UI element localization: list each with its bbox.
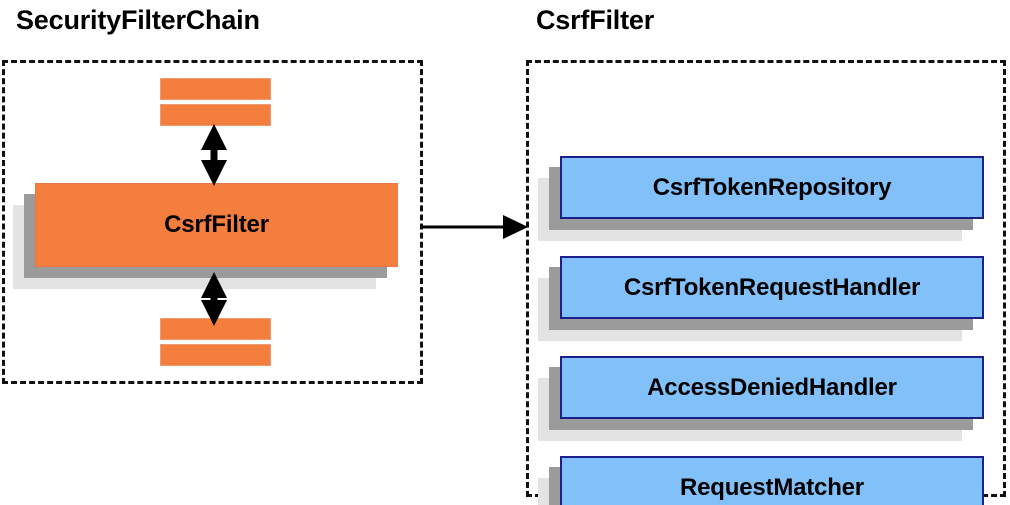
csrf-filter-face[interactable]: CsrfFilter — [35, 183, 398, 267]
collaborator-face[interactable]: RequestMatcher — [560, 456, 984, 505]
panel-title-csrf-filter: CsrfFilter — [536, 5, 655, 35]
collaborator-label: CsrfTokenRequestHandler — [623, 273, 921, 301]
collaborator-box-0[interactable]: CsrfTokenRepository — [538, 156, 984, 241]
collaborator-face[interactable]: CsrfTokenRepository — [560, 156, 984, 219]
single-headed-horizontal-arrow — [422, 215, 528, 239]
collaborator-label: AccessDeniedHandler — [647, 373, 897, 401]
collaborator-box-2[interactable]: AccessDeniedHandler — [538, 356, 984, 441]
collaborator-face[interactable]: CsrfTokenRequestHandler — [560, 256, 984, 319]
collaborator-box-1[interactable]: CsrfTokenRequestHandler — [538, 256, 984, 341]
security-filter-chain-panel — [2, 60, 423, 384]
filter-bar-top-2 — [160, 104, 271, 126]
collaborator-face[interactable]: AccessDeniedHandler — [560, 356, 984, 419]
csrf-filter-label: CsrfFilter — [164, 211, 269, 238]
filter-bar-bottom-2 — [160, 344, 271, 366]
collaborator-box-3[interactable]: RequestMatcher — [538, 456, 984, 505]
filter-bar-top-1 — [160, 78, 271, 100]
filter-bar-bottom-1 — [160, 318, 271, 340]
collaborator-label: RequestMatcher — [680, 473, 864, 501]
panel-title-security-filter-chain: SecurityFilterChain — [16, 5, 260, 35]
csrf-filter-box[interactable]: CsrfFilter — [13, 183, 398, 289]
collaborator-label: CsrfTokenRepository — [652, 173, 892, 201]
